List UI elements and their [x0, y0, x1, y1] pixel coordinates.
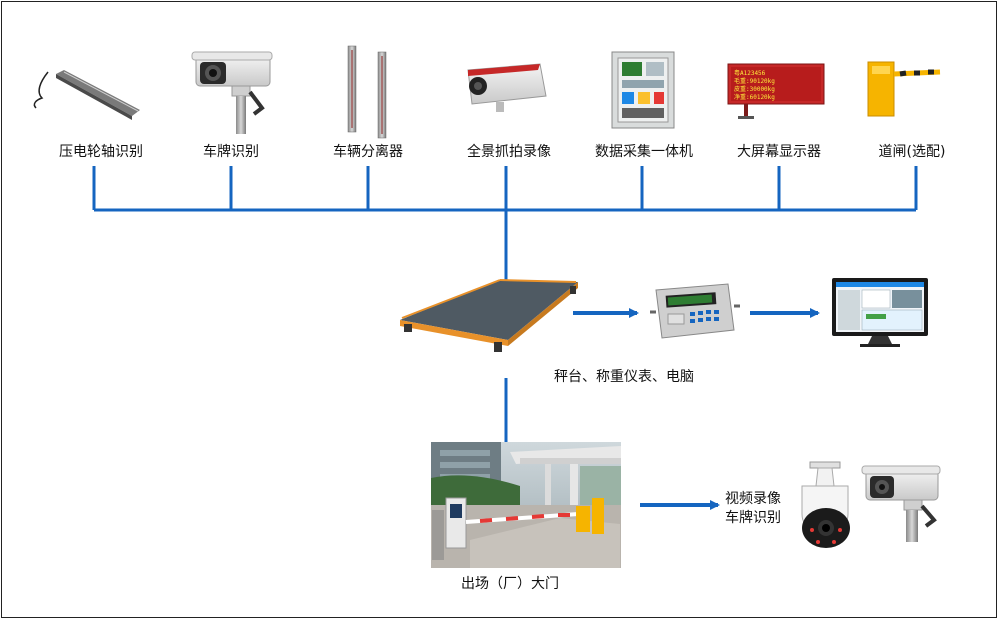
label-scale-indicator-pc: 秤台、称重仪表、电脑	[554, 369, 694, 385]
label-plate-recognition-2: 车牌识别	[725, 510, 781, 526]
led-line-1: 毛重:90120kg	[734, 77, 775, 85]
weighing-indicator-icon	[650, 283, 740, 339]
weighbridge-platform-icon	[400, 279, 578, 352]
led-line-3: 净重:60120kg	[734, 93, 775, 101]
label-data-cabinet: 数据采集一体机	[595, 144, 693, 160]
label-plate-recognition: 车牌识别	[203, 144, 259, 160]
plate-camera-icon	[191, 51, 273, 134]
factory-gate-photo	[431, 442, 621, 568]
led-line-2: 皮重:30000kg	[734, 85, 775, 93]
axle-sensor-icon	[33, 70, 140, 120]
label-panorama-capture: 全景抓拍录像	[467, 144, 551, 160]
label-led-display: 大屏幕显示器	[737, 144, 821, 160]
data-cabinet-icon	[611, 51, 675, 129]
dome-camera-icon	[801, 461, 850, 548]
label-axle-sensor: 压电轮轴识别	[59, 144, 143, 160]
barrier-gate-icon	[867, 61, 941, 117]
label-barrier-gate: 道闸(选配)	[878, 144, 946, 160]
flow-arrows	[573, 308, 820, 510]
led-line-0: 粤A123456	[734, 69, 766, 77]
led-display-icon: 粤A123456 毛重:90120kg 皮重:30000kg 净重:60120k…	[727, 63, 825, 119]
label-video-recording: 视频录像	[725, 491, 781, 507]
light-curtain-icon	[347, 45, 387, 139]
bus-lines	[92, 166, 918, 442]
panorama-camera-icon	[467, 63, 547, 112]
label-exit-gate: 出场（厂）大门	[461, 576, 559, 592]
computer-monitor-icon	[832, 278, 928, 347]
plate-camera-2-icon	[861, 465, 941, 542]
label-vehicle-separator: 车辆分离器	[333, 144, 403, 160]
